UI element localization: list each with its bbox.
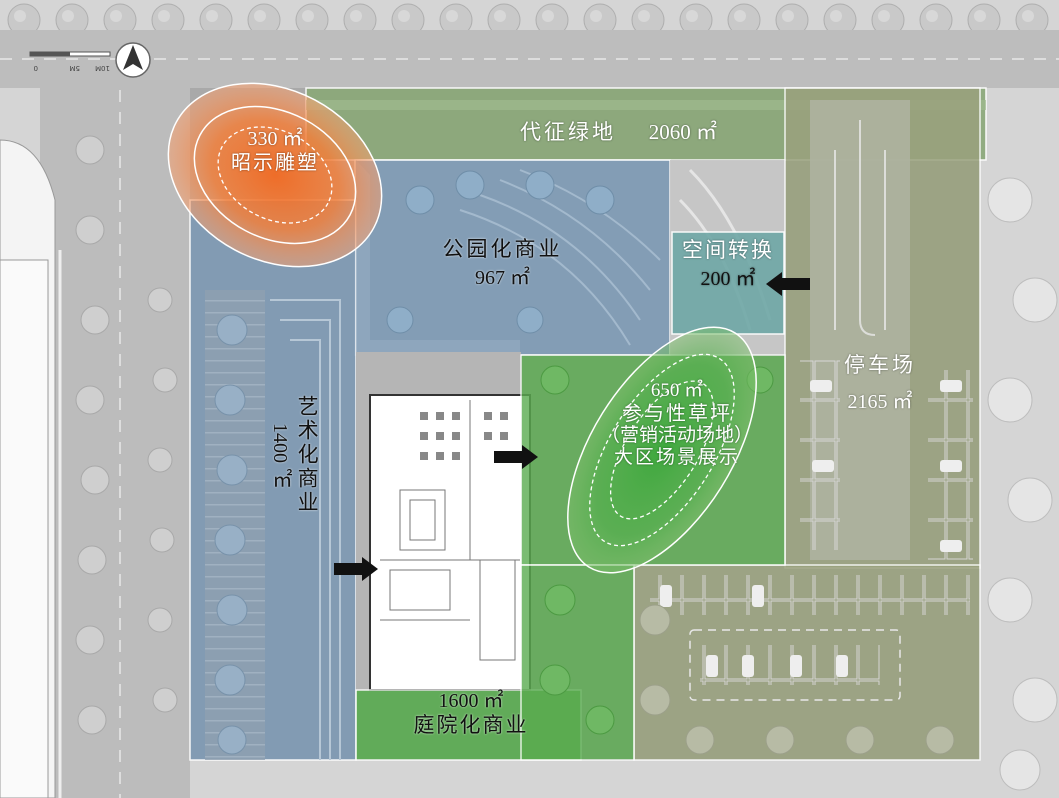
zone-area: 200 ㎡	[700, 268, 756, 291]
zone-line: 大区场景展示	[613, 445, 740, 468]
label-sculpture: 330 ㎡ 昭示雕塑	[215, 128, 335, 174]
zone-name: 公园化商业	[442, 237, 563, 261]
scale-label: 10M	[95, 64, 110, 72]
arrow-right-icon	[334, 557, 378, 581]
zone-name: 停车场	[844, 353, 916, 377]
zone-line: 参与性草坪	[622, 400, 732, 425]
building-footprint	[369, 394, 531, 691]
scale-label: 5M	[69, 64, 81, 72]
zone-area: 1600 ㎡	[438, 690, 504, 712]
entrance-arrows	[334, 272, 810, 581]
zone-sculpture	[167, 82, 383, 268]
left-road	[40, 80, 190, 798]
label-art-commercial: 艺术化商业 1400 ㎡	[268, 385, 319, 525]
zone-name: 空间转换	[682, 238, 774, 262]
zone-name: 艺术化商业	[295, 395, 320, 515]
zone-space-transition	[671, 231, 785, 335]
arrow-right-icon	[494, 445, 538, 469]
zone-area: 967 ㎡	[475, 267, 530, 290]
scale-labels: 10M 5M 0	[30, 60, 110, 72]
zone-area: 2060 ㎡	[648, 120, 717, 144]
zone-area: 330 ㎡	[247, 128, 303, 150]
zone-name: 昭示雕塑	[231, 150, 319, 174]
label-green-strip: 代征绿地 2060 ㎡	[520, 120, 717, 144]
north-arrow-icon	[115, 42, 151, 78]
label-parking: 停车场 2165 ㎡	[820, 353, 940, 414]
zone-name: 代征绿地	[520, 120, 616, 144]
zone-line: （营销活动场地）	[600, 423, 753, 446]
zone-area: 650 ㎡	[650, 380, 704, 401]
scale-label: 0	[33, 64, 38, 72]
label-space-transition: 空间转换 200 ㎡	[668, 238, 788, 291]
zone-area: 2165 ㎡	[847, 391, 913, 414]
label-courtyard-commercial: 1600 ㎡ 庭院化商业	[396, 690, 546, 737]
arrow-left-icon	[766, 272, 810, 296]
label-park-commercial: 公园化商业 967 ㎡	[420, 237, 585, 290]
zone-area: 1400 ㎡	[269, 422, 291, 488]
zone-name: 庭院化商业	[413, 713, 529, 737]
label-lawn: 650 ㎡ 参与性草坪 （营销活动场地） 大区场景展示	[582, 380, 772, 469]
scale-bar	[29, 51, 111, 57]
